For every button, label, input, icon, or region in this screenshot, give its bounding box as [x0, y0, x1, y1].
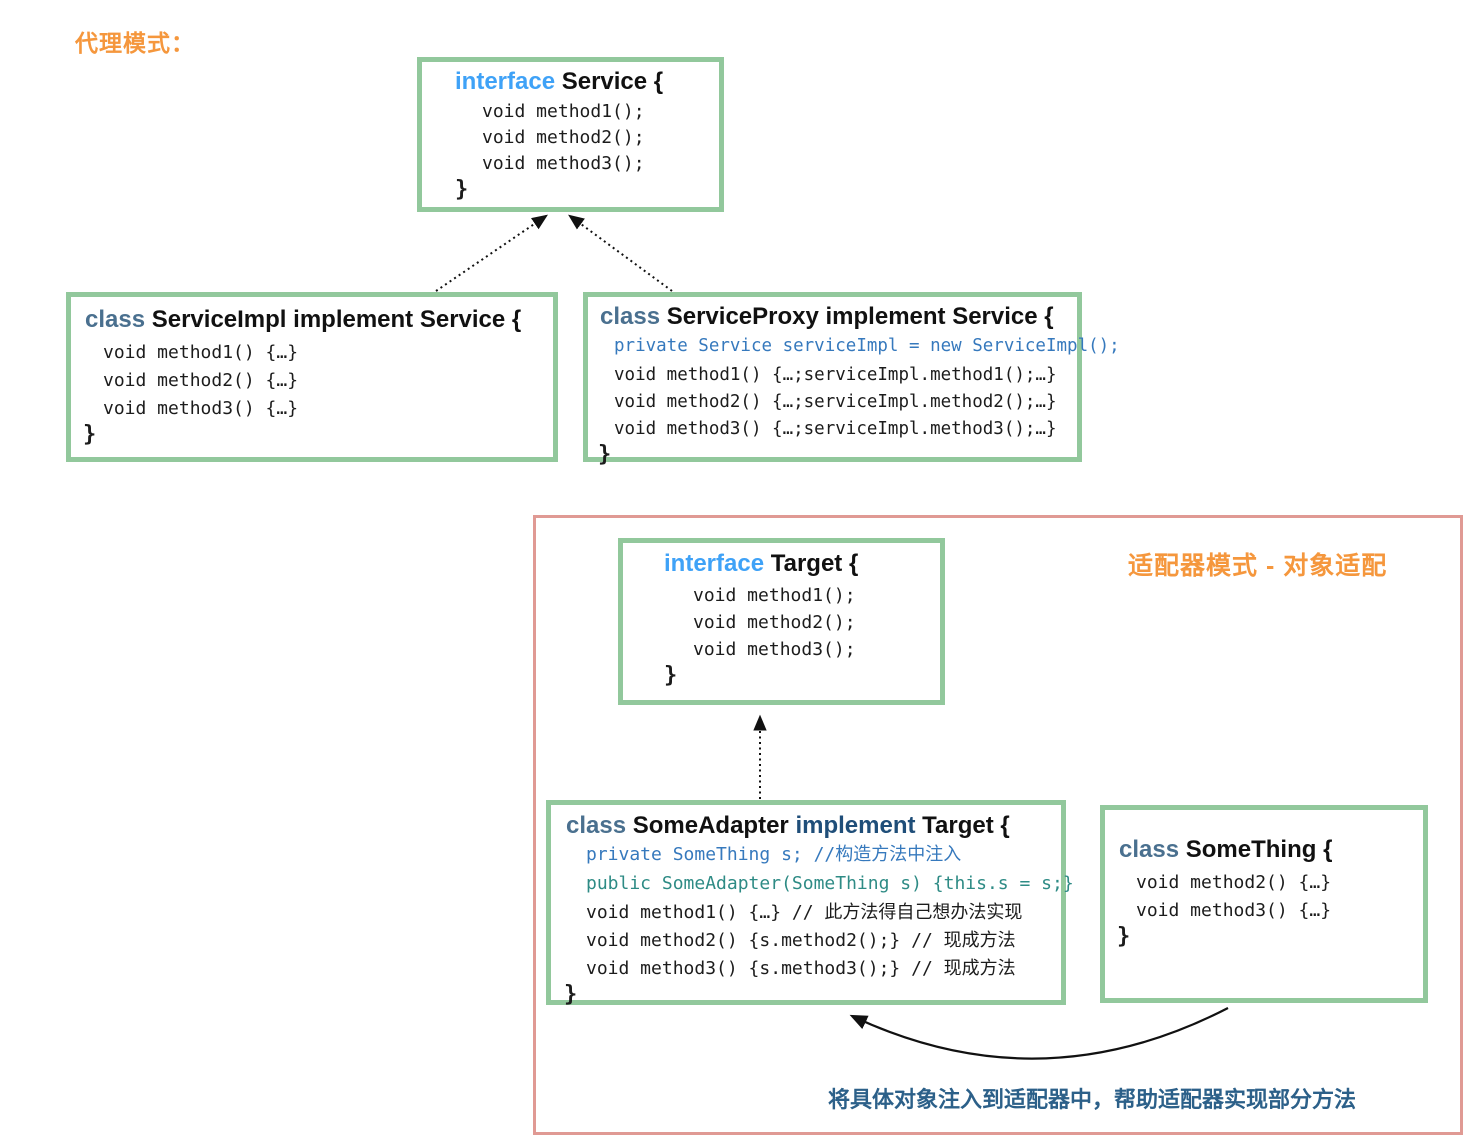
serviceimpl-box-header: class ServiceImpl implement Service { — [85, 306, 553, 334]
someadapter-box-header: class SomeAdapter implement Target { — [566, 812, 1061, 840]
service-box-code: void method1(); void method2(); void met… — [482, 99, 719, 177]
closing-brace: } — [83, 422, 97, 447]
interface-service-box: interface Service { void method1(); void… — [417, 57, 724, 212]
code-line: void method3() {…} — [103, 398, 299, 419]
code-line: void method1(); — [482, 101, 645, 122]
class-name: SomeThing { — [1185, 836, 1333, 863]
code-line: void method2() {s.method2();} // 现成方法 — [586, 930, 1016, 951]
serviceimpl-box-code: void method1() {…} void method2() {…} vo… — [103, 339, 553, 423]
code-line: void method2() {…} — [1136, 872, 1332, 893]
someadapter-field-line: private SomeThing s; //构造方法中注入 — [586, 844, 962, 865]
proxy-pattern-title: 代理模式： — [75, 30, 195, 56]
serviceproxy-field-line: private Service serviceImpl = new Servic… — [614, 336, 1120, 356]
implemented-type-name: Target { — [922, 812, 1010, 839]
class-someadapter-box: class SomeAdapter implement Target { pri… — [546, 800, 1074, 1007]
something-box-header: class SomeThing { — [1119, 836, 1423, 864]
service-box-header: interface Service { — [455, 68, 719, 96]
code-line: void method1() {…} — [103, 342, 299, 363]
interface-target-box: interface Target { void method1(); void … — [618, 538, 945, 705]
code-line: void method3(); — [482, 153, 645, 174]
serviceproxy-box-code: void method1() {…;serviceImpl.method1();… — [614, 362, 1077, 443]
closing-brace: } — [455, 177, 469, 202]
code-line: void method2(); — [693, 612, 856, 633]
code-line: void method2(); — [482, 127, 645, 148]
serviceproxy-box-header: class ServiceProxy implement Service { — [600, 303, 1077, 331]
someadapter-box-code: void method1() {…} // 此方法得自己想办法实现 void m… — [586, 899, 1061, 983]
code-line: void method3() {…} — [1136, 900, 1332, 921]
closing-brace: } — [598, 442, 612, 467]
keyword-interface: interface — [455, 68, 556, 95]
keyword-implement: implement — [795, 812, 916, 839]
closing-brace: } — [1117, 924, 1131, 949]
code-line: void method1(); — [693, 585, 856, 606]
arrow-serviceimpl-to-service — [435, 214, 548, 292]
interface-name: Service { — [561, 68, 664, 95]
code-line: void method1() {…;serviceImpl.method1();… — [614, 365, 1057, 385]
keyword-interface: interface — [664, 550, 765, 577]
code-line: void method1() {…} // 此方法得自己想办法实现 — [586, 902, 1023, 923]
code-line: void method3(); — [693, 639, 856, 660]
class-serviceproxy-box: class ServiceProxy implement Service { p… — [583, 292, 1120, 467]
class-something-box: class SomeThing { void method2() {…} voi… — [1100, 805, 1428, 1003]
class-name: ServiceImpl implement Service { — [151, 306, 522, 333]
target-box-code: void method1(); void method2(); void met… — [693, 582, 940, 663]
keyword-class: class — [566, 812, 627, 839]
adapter-pattern-title: 适配器模式 - 对象适配 — [1128, 552, 1388, 580]
code-line: void method3() {s.method3();} // 现成方法 — [586, 958, 1016, 979]
class-name: SomeAdapter — [632, 812, 789, 839]
keyword-class: class — [1119, 836, 1180, 863]
keyword-class: class — [85, 306, 146, 333]
class-serviceimpl-box: class ServiceImpl implement Service { vo… — [66, 292, 558, 462]
code-line: void method3() {…;serviceImpl.method3();… — [614, 419, 1057, 439]
code-line: void method2() {…;serviceImpl.method2();… — [614, 392, 1057, 412]
closing-brace: } — [664, 663, 678, 688]
closing-brace: } — [564, 982, 578, 1007]
arrow-serviceproxy-to-service — [568, 214, 673, 292]
class-name: ServiceProxy implement Service { — [666, 303, 1054, 330]
code-line: void method2() {…} — [103, 370, 299, 391]
adapter-injection-note: 将具体对象注入到适配器中，帮助适配器实现部分方法 — [828, 1087, 1357, 1112]
something-box-code: void method2() {…} void method3() {…} — [1136, 869, 1423, 925]
keyword-class: class — [600, 303, 661, 330]
someadapter-constructor-line: public SomeAdapter(SomeThing s) {this.s … — [586, 873, 1074, 894]
interface-name: Target { — [770, 550, 859, 577]
target-box-header: interface Target { — [664, 550, 940, 578]
